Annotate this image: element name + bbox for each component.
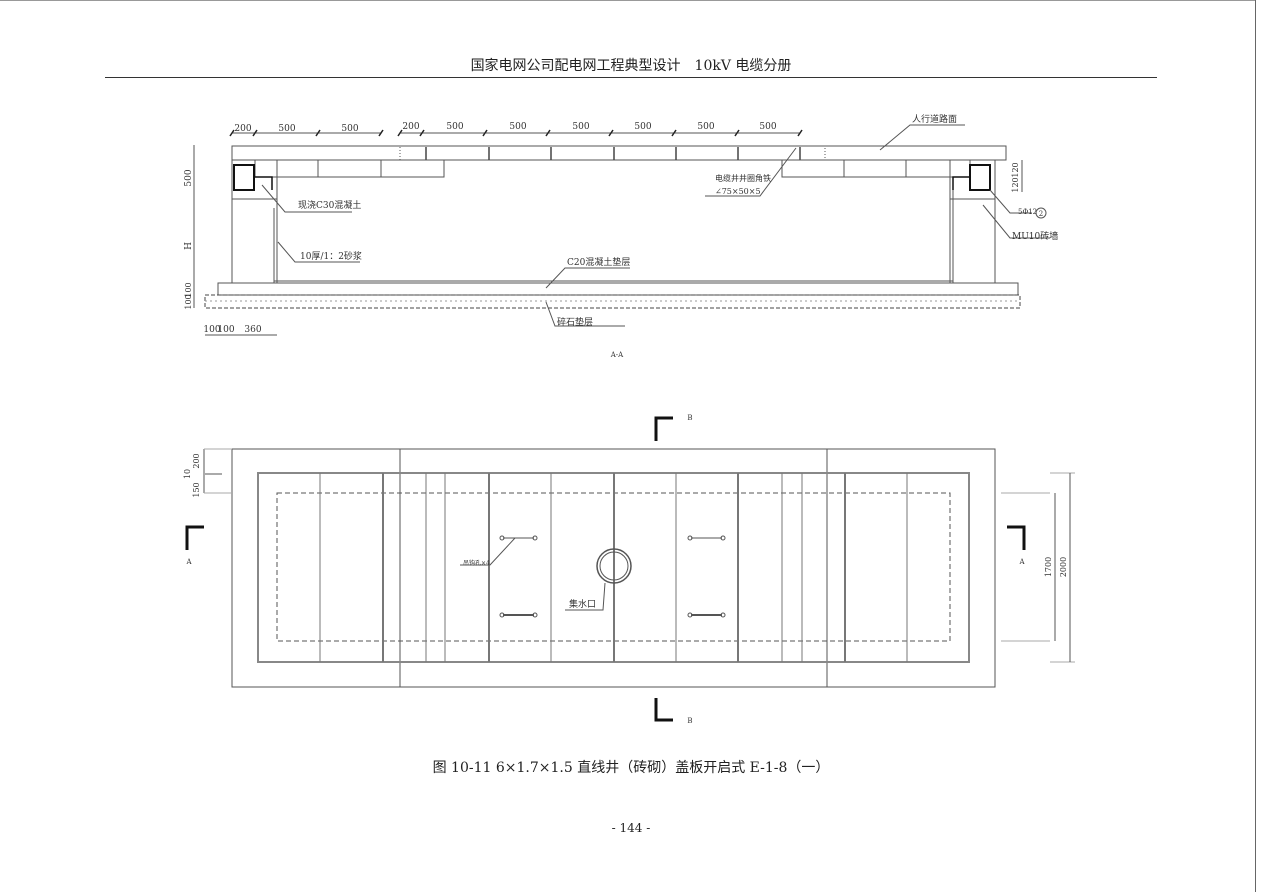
note-mortar: 10厚/1：2砂浆 <box>300 250 362 262</box>
header-rule <box>105 77 1157 78</box>
section-aa: 200 500 500 200 500 500 500 500 500 500 … <box>184 113 1058 359</box>
note-angle-spec: ∠75×50×5 <box>715 187 761 196</box>
section-marker-a-right: A <box>1018 558 1025 566</box>
dim-top-4: 500 <box>446 122 463 132</box>
dim-top-6: 500 <box>572 122 589 132</box>
ring-beam-right <box>969 164 991 191</box>
plan-dim-left-1: 10 <box>183 469 192 479</box>
dim-top-0: 200 <box>234 124 251 134</box>
note-sump: 集水口 <box>569 598 596 610</box>
i-beams <box>425 147 801 160</box>
c20-layer <box>217 282 1019 296</box>
note-sidewalk: 人行道路面 <box>912 113 957 125</box>
dim-right-0: 120 <box>1011 162 1020 177</box>
dim-top-1: 500 <box>278 124 295 134</box>
section-label-aa: A-A <box>610 351 624 359</box>
dim-top-5: 500 <box>509 122 526 132</box>
note-lifting-hole: 吊钩孔×4 <box>463 559 490 567</box>
plan-dim-right-1: 2000 <box>1059 557 1068 577</box>
section-markers <box>185 416 1026 722</box>
note-brick-wall: MU10砖墙 <box>1012 230 1058 242</box>
dim-top-7: 500 <box>634 122 651 132</box>
note-c20-layer: C20混凝土垫层 <box>567 256 630 268</box>
dim-bottom-1: 100 <box>217 325 234 335</box>
dim-bottom-2: 360 <box>244 325 261 335</box>
lifting-holes <box>499 535 726 618</box>
dim-left-1: H <box>184 242 194 250</box>
page-number: - 144 - <box>611 821 651 835</box>
page-right-edge <box>1255 0 1256 892</box>
plan-dim-right-0: 1700 <box>1044 557 1053 577</box>
dim-right-1: 120 <box>1011 177 1020 192</box>
dim-ticks-top <box>229 129 803 137</box>
note-rebar: 5Φ12 <box>1018 208 1037 216</box>
note-concrete-c30: 现浇C30混凝土 <box>298 199 361 211</box>
dim-left-0: 500 <box>184 169 194 186</box>
dim-top-8: 500 <box>697 122 714 132</box>
page-header: 国家电网公司配电网工程典型设计 10kV 电缆分册 <box>470 58 792 74</box>
dim-left-2: 100 <box>184 282 193 297</box>
ring-beam-left <box>233 164 255 191</box>
dim-top-9: 500 <box>759 122 776 132</box>
note-gravel: 碎石垫层 <box>557 316 593 328</box>
dim-bottom-0: 100 <box>203 325 220 335</box>
plan-dim-left-2: 150 <box>192 482 201 497</box>
plan-dim-left-0: 200 <box>192 453 201 468</box>
dim-top-3: 200 <box>402 122 419 132</box>
note-angle-iron: 电缆井井圈角铁 <box>715 173 771 183</box>
note-rebar-ref: 2 <box>1039 210 1043 218</box>
page-top-edge <box>0 0 1256 1</box>
plan-view: 吊钩孔×4 集水口 200 10 150 1700 2000 <box>183 414 1075 725</box>
dim-top-2: 500 <box>341 124 358 134</box>
sump-circle <box>596 548 632 584</box>
gravel-layer <box>204 294 1021 309</box>
dim-left-3: 100 <box>184 294 193 309</box>
section-marker-a-left: A <box>185 558 192 566</box>
section-marker-b-top: B <box>687 414 692 422</box>
figure-caption: 图 10-11 6×1.7×1.5 直线井（砖砌）盖板开启式 E-1-8（一） <box>432 760 830 776</box>
section-marker-b-bottom: B <box>687 717 692 725</box>
